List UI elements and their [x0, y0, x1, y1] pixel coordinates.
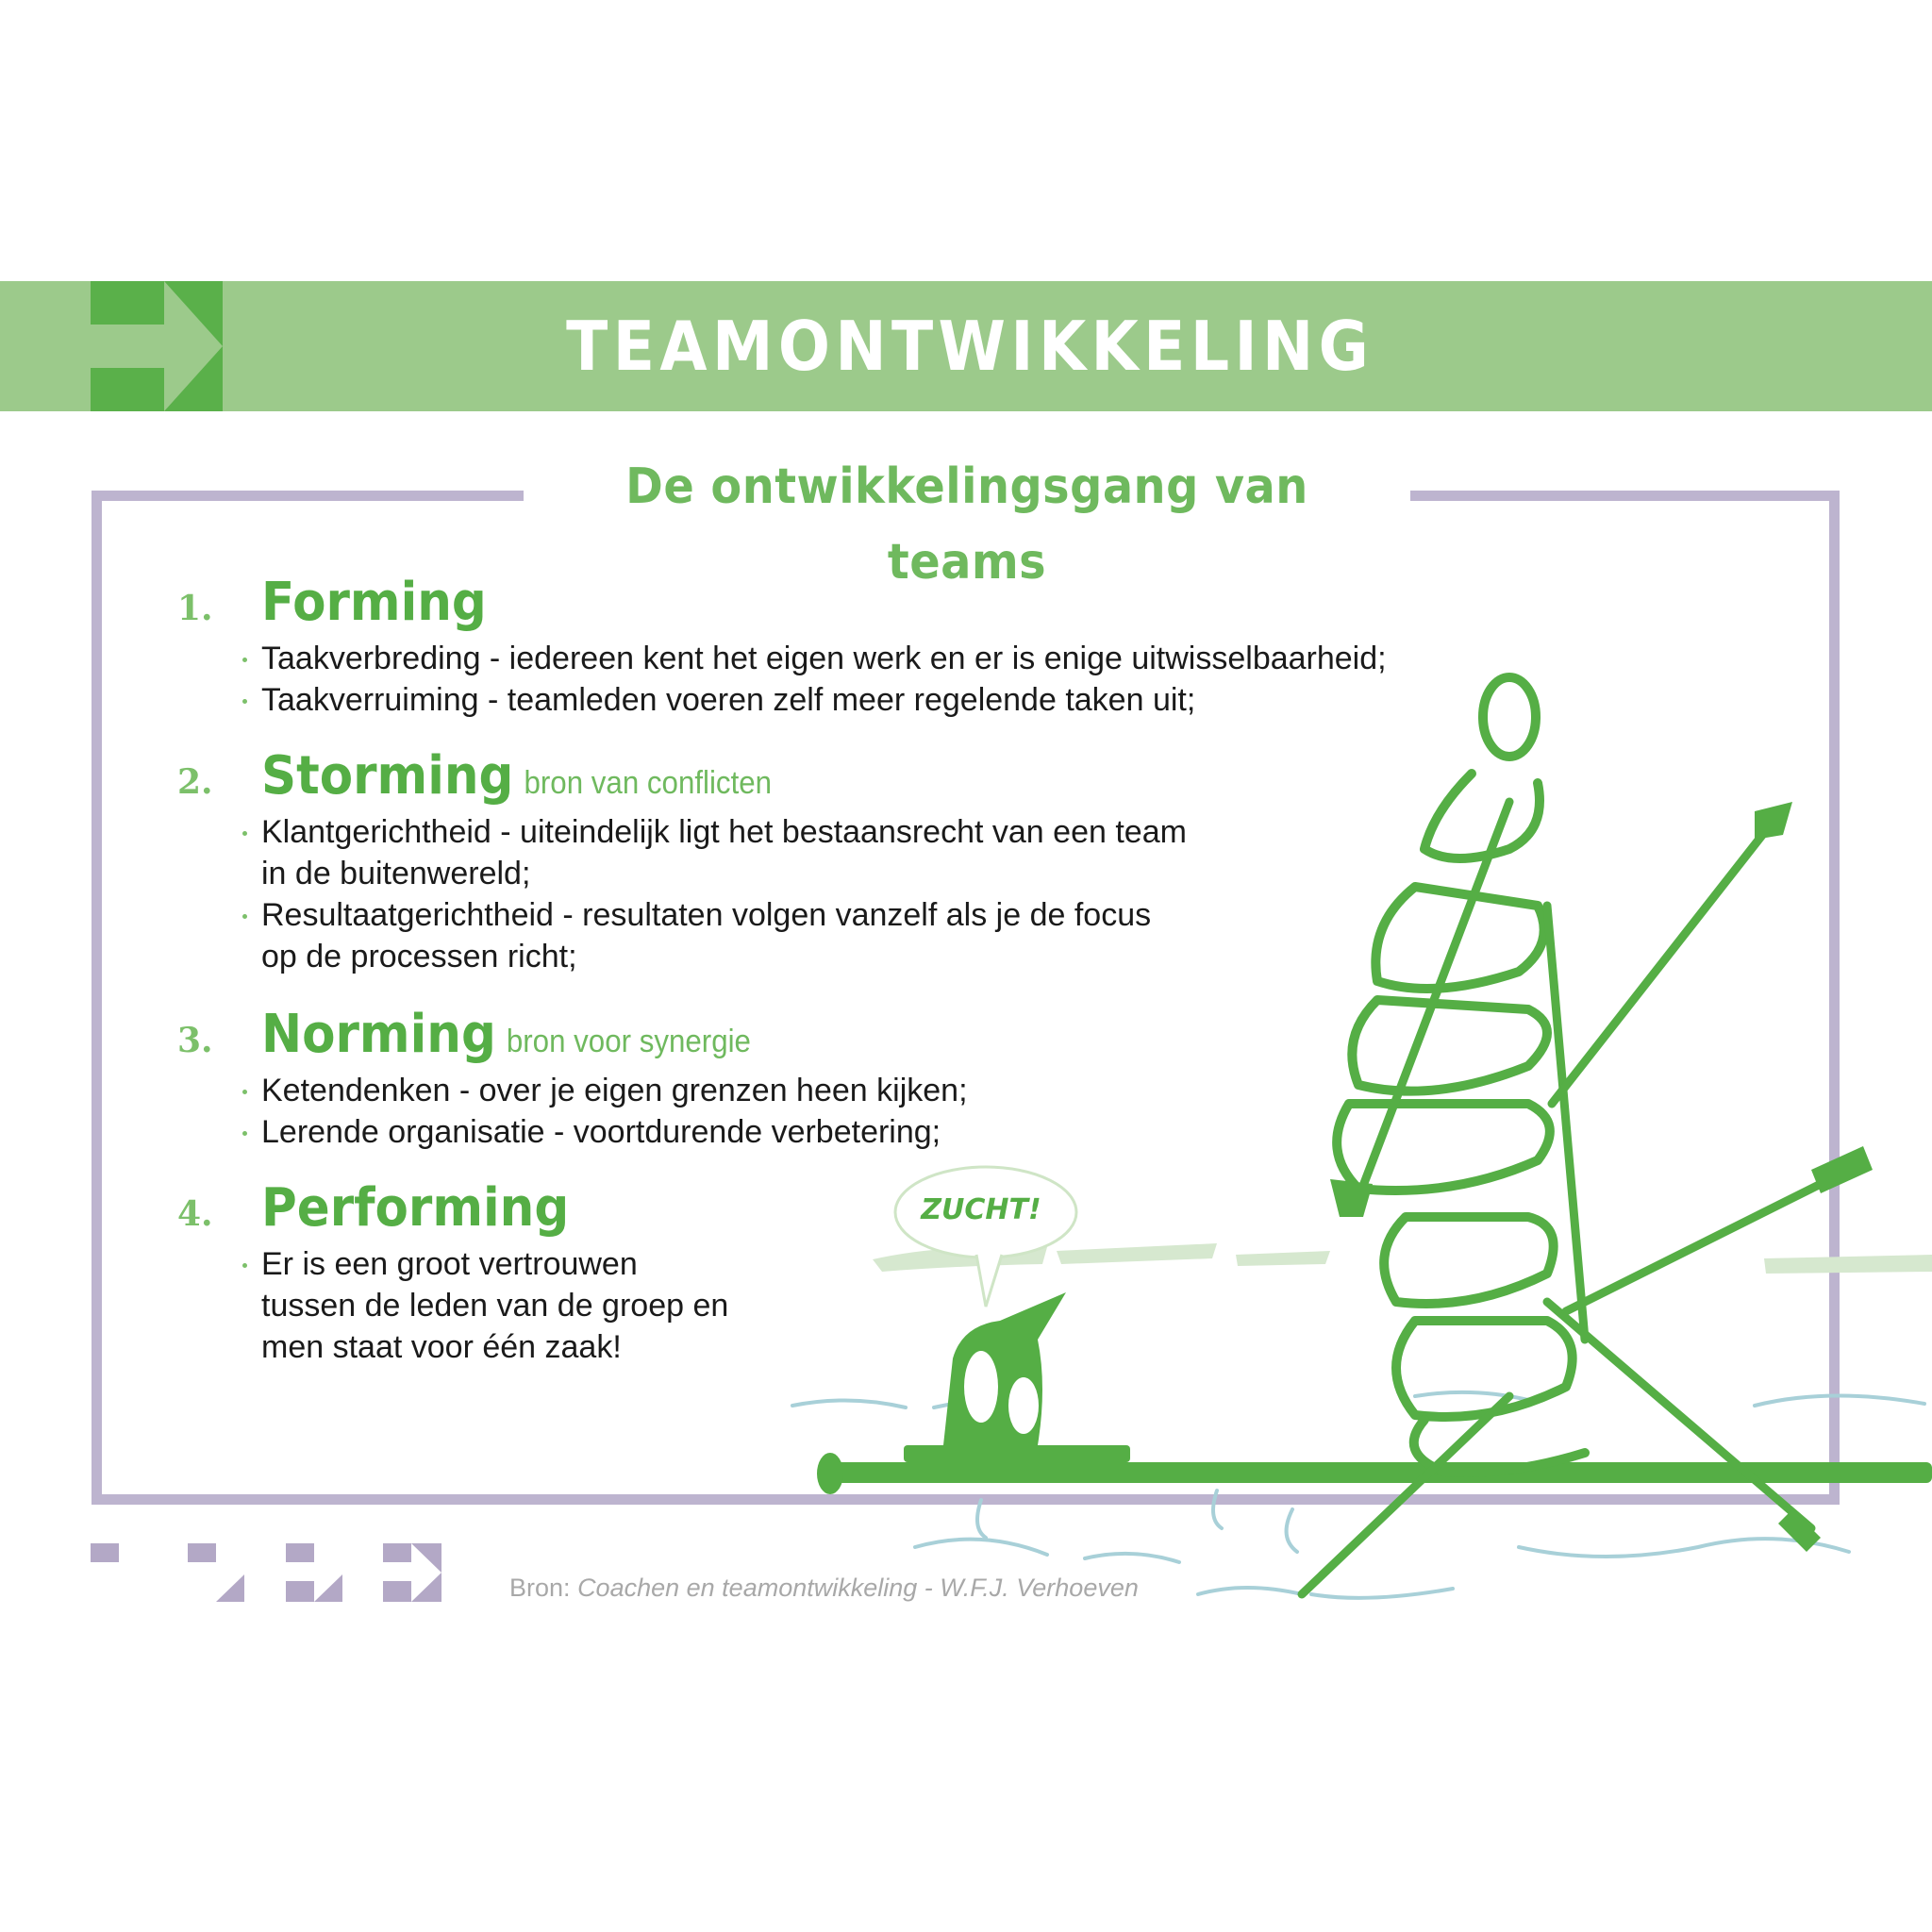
oars — [1297, 797, 1854, 1599]
source-author: W.F.J. Verhoeven — [940, 1574, 1139, 1602]
bullet-list: Ketendenken - over je eigen grenzen heen… — [170, 1070, 968, 1153]
section-title-text: Storming — [261, 745, 514, 807]
bullet-text: Er is een groot vertrouwen — [261, 1246, 638, 1282]
bullet-text-continued: tussen de leden van de groep en — [261, 1288, 729, 1324]
section-subtitle: bron voor synergie — [506, 1024, 751, 1059]
section-title-text: Forming — [261, 572, 487, 633]
section-number: 1. — [177, 589, 213, 628]
arrow-logo-icon — [91, 281, 223, 411]
bullet-list: Taakverbreding - iedereen kent het eigen… — [170, 638, 1387, 721]
section-title: Performing — [261, 1177, 569, 1239]
list-item: Taakverbreding - iedereen kent het eigen… — [242, 638, 1387, 679]
frame-title: De ontwikkelingsgang van teams — [524, 449, 1410, 591]
bullet-text: Lerende organisatie - voortdurende verbe… — [261, 1114, 941, 1150]
section-title: Storming bron van conflicten — [261, 745, 772, 807]
raft — [817, 1445, 1932, 1494]
water-strokes — [791, 1390, 1926, 1600]
section-number: 4. — [177, 1194, 213, 1234]
section-performing: 4. Performing Er is een groot vertrouwen… — [170, 1177, 728, 1368]
speech-bubble-text: ZUCHT! — [920, 1193, 1041, 1226]
bullet-text: Taakverbreding - iedereen kent het eigen… — [261, 641, 1387, 676]
list-item: Taakverruiming - teamleden voeren zelf m… — [242, 679, 1387, 721]
bullet-text-continued: op de processen richt; — [261, 939, 577, 974]
bullet-text: Taakverruiming - teamleden voeren zelf m… — [261, 682, 1196, 718]
page-title: TEAMONTWIKKELING — [566, 307, 1374, 386]
list-item: Lerende organisatie - voortdurende verbe… — [242, 1111, 968, 1153]
section-title-text: Performing — [261, 1177, 570, 1239]
bullet-text-continued: in de buitenwereld; — [261, 856, 531, 891]
bullet-list: Klantgerichtheid - uiteindelijk ligt het… — [170, 811, 1187, 977]
source-citation: Bron: Coachen en teamontwikkeling - W.F.… — [509, 1574, 1139, 1603]
bullet-text: Resultaatgerichtheid - resultaten volgen… — [261, 897, 1152, 933]
section-number: 3. — [177, 1021, 213, 1060]
source-separator: - — [917, 1574, 941, 1602]
section-heading: 1. Forming — [170, 572, 1387, 638]
section-subtitle: bron van conflicten — [524, 765, 773, 801]
bullet-text: Ketendenken - over je eigen grenzen heen… — [261, 1073, 968, 1108]
oar-blades — [1330, 802, 1873, 1552]
source-label: Bron: — [509, 1574, 571, 1602]
cartoon-illustration: ZUCHT! — [791, 673, 1932, 1600]
source-title: Coachen en teamontwikkeling — [577, 1574, 918, 1602]
section-norming: 3. Norming bron voor synergie Ketendenken… — [170, 1004, 968, 1153]
bullet-text: Klantgerichtheid - uiteindelijk ligt het… — [261, 814, 1187, 850]
section-number: 2. — [177, 762, 213, 802]
list-item: Resultaatgerichtheid - resultaten volgen… — [242, 894, 1187, 977]
list-item: Er is een groot vertrouwen tussen de led… — [242, 1243, 729, 1368]
section-storming: 2. Storming bron van conflicten Klantgeri… — [170, 745, 1187, 977]
seated-figure — [943, 1292, 1066, 1445]
bullet-text-continued: men staat voor één zaak! — [261, 1329, 622, 1365]
frame-title-text: De ontwikkelingsgang van teams — [625, 458, 1308, 591]
header-banner: TEAMONTWIKKELING — [0, 281, 1932, 411]
step-1-icon — [91, 1543, 119, 1562]
section-heading: 3. Norming bron voor synergie — [170, 1004, 968, 1070]
progress-steps-logo — [91, 1543, 441, 1602]
section-heading: 4. Performing — [170, 1177, 728, 1243]
speech-bubble: ZUCHT! — [893, 1165, 1078, 1307]
list-item: Klantgerichtheid - uiteindelijk ligt het… — [242, 811, 1187, 894]
section-title-text: Norming — [261, 1004, 496, 1065]
section-heading: 2. Storming bron van conflicten — [170, 745, 1187, 811]
section-title: Norming bron voor synergie — [261, 1004, 751, 1065]
rowers-tower — [1332, 673, 1590, 1477]
list-item: Ketendenken - over je eigen grenzen heen… — [242, 1070, 968, 1111]
section-title: Forming — [261, 572, 487, 633]
bullet-list: Er is een groot vertrouwen tussen de led… — [170, 1243, 728, 1368]
section-forming: 1. Forming Taakverbreding - iedereen ken… — [170, 572, 1387, 721]
